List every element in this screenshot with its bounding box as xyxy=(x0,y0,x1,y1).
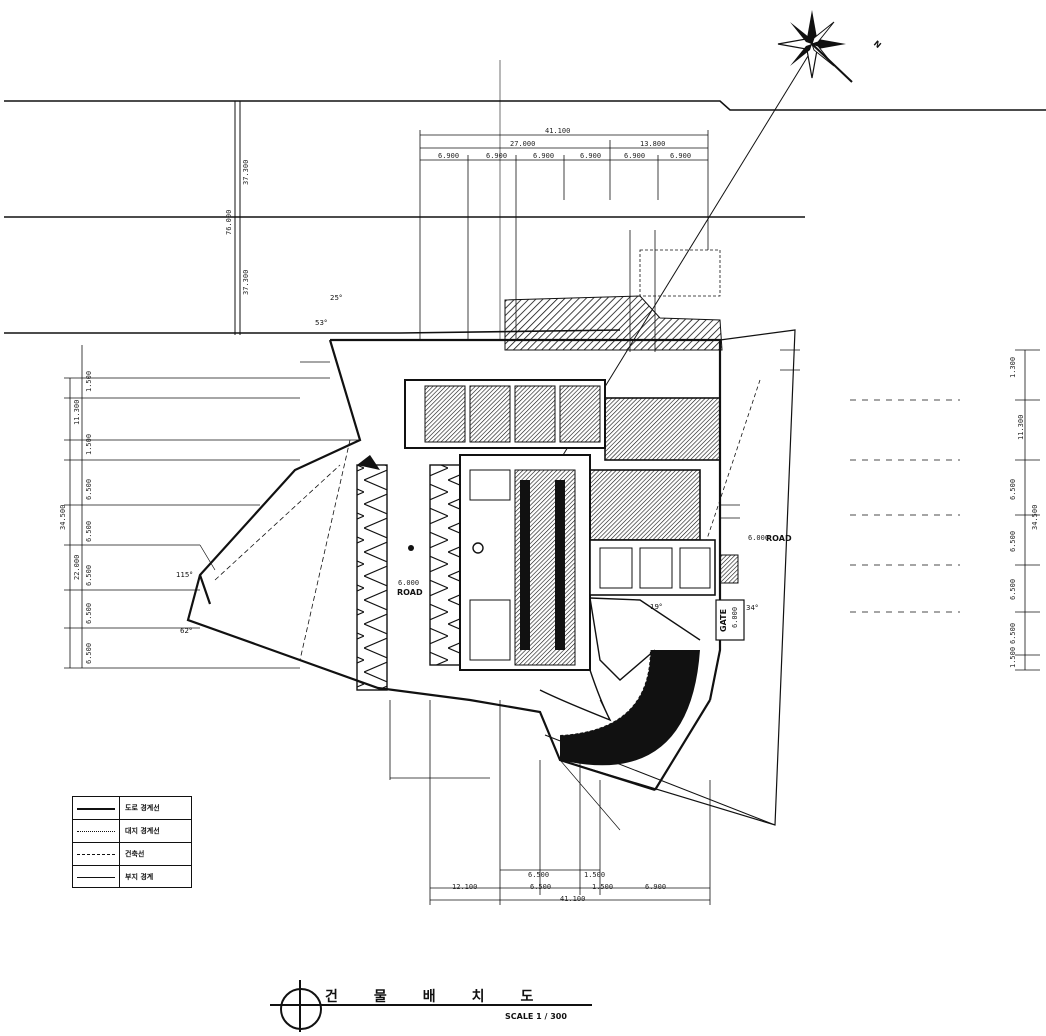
parking-strip-west xyxy=(356,464,388,691)
dim-top-seg-1: 6.900 xyxy=(438,152,460,160)
site-boundary xyxy=(186,338,722,792)
legend: 도로 경계선 대지 경계선 건축선 부지 경계 xyxy=(72,796,192,888)
east-boundary xyxy=(559,329,796,826)
title-underline xyxy=(270,1004,592,1006)
inner-road-label: ROAD xyxy=(766,534,792,543)
title-symbol-icon xyxy=(280,988,322,1030)
dim-top-right-group: 13.800 xyxy=(640,140,666,148)
legend-row: 건축선 xyxy=(73,843,191,866)
top-dimension-chain xyxy=(419,60,709,340)
dim-right-total: 34.500 xyxy=(1031,504,1039,530)
right-dimension-chain xyxy=(850,349,1040,671)
dim-left-v4: 6.500 xyxy=(85,520,93,542)
angle-note-3: 115° xyxy=(176,571,193,579)
dim-bottom-seg-2: 6.500 xyxy=(530,883,552,891)
angle-note-6: 34° xyxy=(746,604,759,612)
dim-overall-top: 41.100 xyxy=(545,127,571,135)
legend-label: 건축선 xyxy=(125,850,145,858)
legend-row: 대지 경계선 xyxy=(73,820,191,843)
dim-left-mid: 22.000 xyxy=(73,554,81,580)
angle-note-4: 62° xyxy=(180,627,193,635)
legend-label: 부지 경계 xyxy=(125,873,154,881)
inner-road-width: 6.000 xyxy=(748,534,770,542)
parking-strip-mid xyxy=(429,464,463,666)
dim-site-left-total: 76.000 xyxy=(225,209,233,235)
drawing-scale: SCALE 1 / 300 xyxy=(505,1012,567,1021)
dim-top-seg-6: 6.900 xyxy=(670,152,692,160)
legend-symbol-building-line xyxy=(73,843,120,865)
dim-right-v3: 6.500 xyxy=(1009,478,1017,500)
title-block: 건물배치도 SCALE 1 / 300 xyxy=(270,980,600,1032)
dim-right-v2: 11.300 xyxy=(1017,414,1025,440)
legend-symbol-boundary xyxy=(73,866,120,888)
legend-symbol-road xyxy=(73,797,120,819)
gate-label: GATE xyxy=(719,608,728,632)
curved-ramp xyxy=(560,650,700,766)
dim-left-v5: 6.500 xyxy=(85,564,93,586)
road-boundary-lines xyxy=(4,100,1046,335)
dim-bottom-upper-1: 6.500 xyxy=(528,871,550,879)
dim-bottom-seg-1: 12.100 xyxy=(452,883,478,891)
dim-bottom-seg-4: 6.900 xyxy=(645,883,667,891)
bottom-dimension-chain xyxy=(389,700,711,905)
dim-left-upper: 11.300 xyxy=(73,399,81,425)
dim-top-left-group: 27.000 xyxy=(510,140,536,148)
legend-symbol-site xyxy=(73,820,120,842)
dim-right-v1: 1.300 xyxy=(1009,356,1017,378)
dim-left-total: 34.500 xyxy=(59,504,67,530)
left-dimension-chain xyxy=(64,345,360,669)
road-width: 6.000 xyxy=(398,579,420,587)
dim-top-seg-5: 6.900 xyxy=(624,152,646,160)
legend-label: 도로 경계선 xyxy=(125,804,160,812)
dim-top-seg-2: 6.900 xyxy=(486,152,508,160)
angle-note-2: 53° xyxy=(315,319,328,327)
dim-right-v6: 6.500 xyxy=(1009,622,1017,644)
dim-top-seg-3: 6.900 xyxy=(533,152,555,160)
road-label: ROAD xyxy=(397,588,423,597)
gate-width: 6.000 xyxy=(731,606,739,628)
angle-note-5: 19° xyxy=(650,603,663,611)
dim-site-left-lower: 37.300 xyxy=(242,269,250,295)
dim-right-v7: 1.500 xyxy=(1009,646,1017,668)
dim-left-v3: 6.500 xyxy=(85,478,93,500)
dim-bottom-upper-2: 1.500 xyxy=(584,871,606,879)
title-symbol-axis xyxy=(299,980,301,1032)
legend-label: 대지 경계선 xyxy=(125,827,160,835)
dim-right-v4: 6.500 xyxy=(1009,530,1017,552)
angle-note-1: 25° xyxy=(330,294,343,302)
main-building xyxy=(404,379,721,671)
north-arrow-icon xyxy=(777,10,853,83)
dim-site-left-upper: 37.300 xyxy=(242,159,250,185)
dim-left-v6: 6.500 xyxy=(85,602,93,624)
drawing-title: 건물배치도 xyxy=(325,989,570,1005)
dim-left-v2: 1.500 xyxy=(85,433,93,455)
legend-row: 도로 경계선 xyxy=(73,797,191,820)
dim-top-seg-4: 6.900 xyxy=(580,152,602,160)
gate-box xyxy=(715,599,745,641)
dim-right-v5: 6.500 xyxy=(1009,578,1017,600)
dim-bottom-seg-3: 1.500 xyxy=(592,883,614,891)
dim-bottom-total: 41.100 xyxy=(560,895,586,903)
dim-left-v7: 6.500 xyxy=(85,642,93,664)
legend-row: 부지 경계 xyxy=(73,866,191,888)
annex-mass xyxy=(504,295,723,351)
dim-left-v1: 1.500 xyxy=(85,370,93,392)
